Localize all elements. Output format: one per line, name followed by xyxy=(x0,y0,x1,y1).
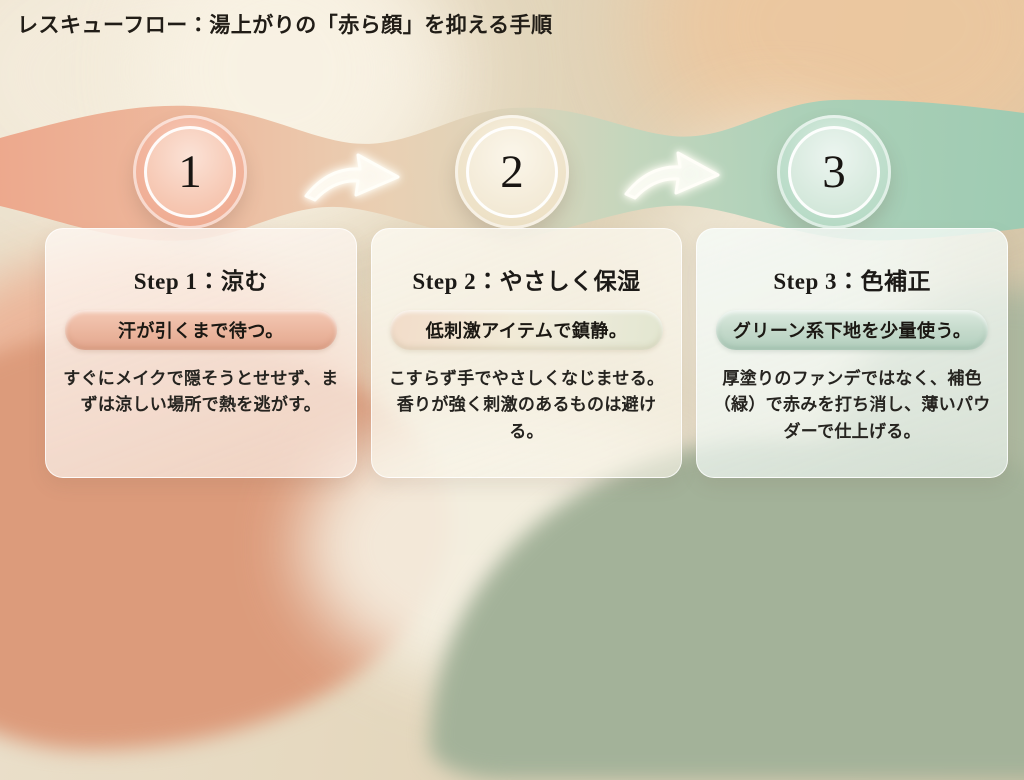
step-number-1: 1 xyxy=(178,145,202,198)
step-card-1: Step 1：涼む 汗が引くまで待つ。 すぐにメイクで隠そうとせせず、まずは涼し… xyxy=(45,228,357,478)
step-3-body: 厚塗りのファンデではなく、補色（緑）で赤みを打ち消し、薄いパウダーで仕上げる。 xyxy=(713,369,991,441)
curved-arrow-icon-2 xyxy=(624,151,720,200)
step-circle-2: 2 xyxy=(455,115,569,229)
curved-arrow-icon-1 xyxy=(304,153,400,202)
page-title: レスキューフロー：湯上がりの「赤ら顔」を抑える手順 xyxy=(17,13,553,37)
background-sage-wave xyxy=(430,440,1024,780)
step-circle-2-inner: 2 xyxy=(466,126,558,218)
steps-row: Step 1：涼む 汗が引くまで待つ。 すぐにメイクで隠そうとせせず、まずは涼し… xyxy=(45,228,1009,478)
step-1-badge: 汗が引くまで待つ。 xyxy=(64,310,338,350)
step-1-body: すぐにメイクで隠そうとせせず、まずは涼しい場所で熱を逃がす。 xyxy=(63,369,339,415)
step-circle-1: 1 xyxy=(133,115,247,229)
step-circle-1-inner: 1 xyxy=(144,126,236,218)
step-number-2: 2 xyxy=(500,145,524,198)
step-circle-3: 3 xyxy=(777,115,891,229)
step-2-heading: Step 2：やさしく保湿 xyxy=(412,269,641,294)
step-1-heading: Step 1：涼む xyxy=(133,269,268,294)
step-2-badge: 低刺激アイテムで鎮静。 xyxy=(390,310,663,350)
step-card-3: Step 3：色補正 グリーン系下地を少量使う。 厚塗りのファンデではなく、補色… xyxy=(696,228,1009,478)
step-2-body: こすらず手でやさしくなじませる。香りが強く刺激のあるものは避ける。 xyxy=(388,369,665,441)
step-circle-3-inner: 3 xyxy=(788,126,880,218)
step-3-badge: グリーン系下地を少量使う。 xyxy=(715,310,989,350)
step-number-3: 3 xyxy=(822,145,846,198)
step-card-2: Step 2：やさしく保湿 低刺激アイテムで鎮静。 こすらず手でやさしくなじませ… xyxy=(370,228,683,478)
step-3-heading: Step 3：色補正 xyxy=(773,269,932,294)
